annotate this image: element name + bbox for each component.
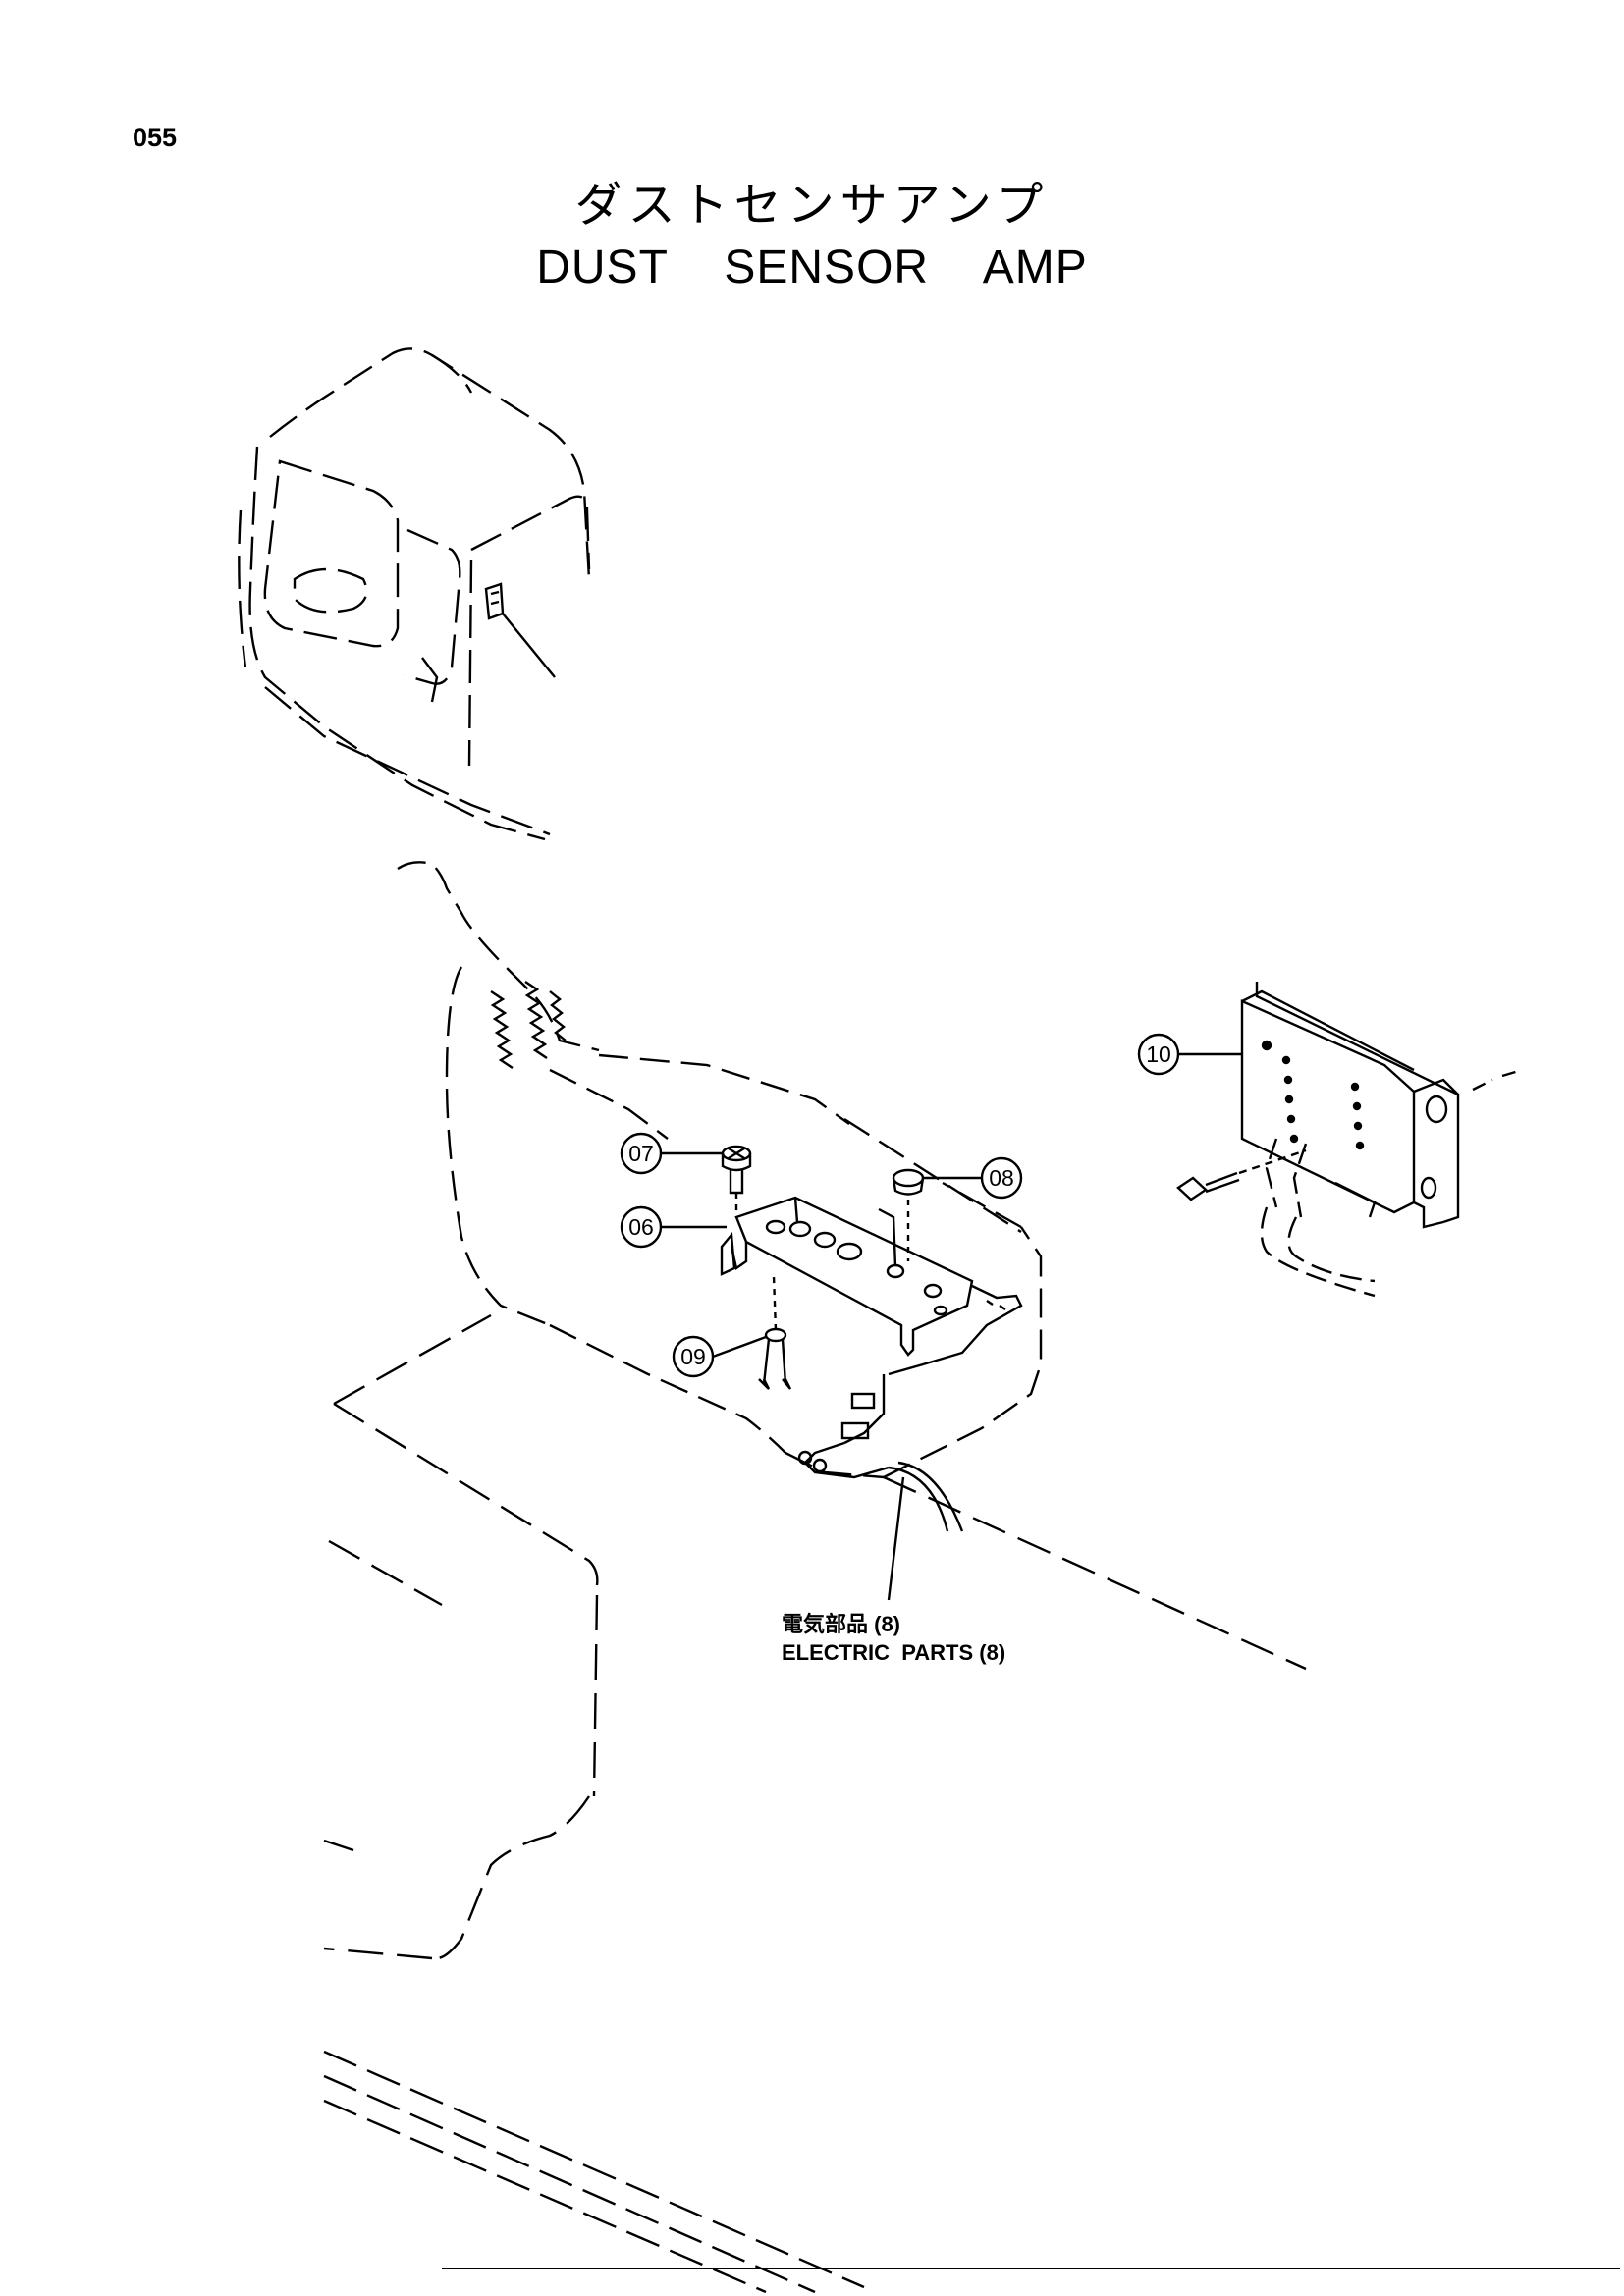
callout-07: 07 [620,1132,723,1175]
dust-sensor-amp [1240,982,1523,1229]
reference-note-japanese: 電気部品 (8) [782,1612,901,1636]
callout-08: 08 [923,1156,1023,1200]
console-outline [397,861,1043,1479]
bottom-rule [442,2268,1620,2269]
wiring-harness [797,1284,1023,1532]
electric-parts-reference: 電気部品 (8) ELECTRIC PARTS (8) [782,1610,1005,1667]
cab-outline [238,347,591,841]
callout-08-label: 08 [989,1165,1014,1191]
grommet-08 [878,1168,925,1267]
cab-bracket-detail [421,582,556,703]
bracket-assembly [720,1196,974,1357]
diagram-title: ダストセンサアンプ DUST SENSOR AMP [0,175,1624,300]
callout-06: 06 [620,1205,727,1249]
floor-panel [323,1313,1307,1960]
title-english: DUST SENSOR AMP [536,241,1088,294]
callout-10: 10 [1137,1033,1242,1076]
callout-07-label: 07 [628,1141,654,1166]
callout-06-label: 06 [628,1214,654,1240]
electric-parts-leader [887,1476,905,1601]
title-japanese: ダストセンサアンプ [574,178,1050,233]
amp-mounting-screw [1176,1148,1307,1201]
screw-09 [758,1275,792,1390]
reference-note-english: ELECTRIC PARTS (8) [782,1640,1006,1665]
callout-09: 09 [672,1335,767,1378]
floor-lower-rails [323,2050,865,2294]
console-corrugated-edge [490,981,567,1069]
amp-harness [1260,1138,1376,1298]
callout-09-label: 09 [680,1344,706,1369]
bolt-07 [721,1145,752,1217]
callout-10-label: 10 [1146,1041,1171,1067]
page-number: 055 [133,123,178,152]
